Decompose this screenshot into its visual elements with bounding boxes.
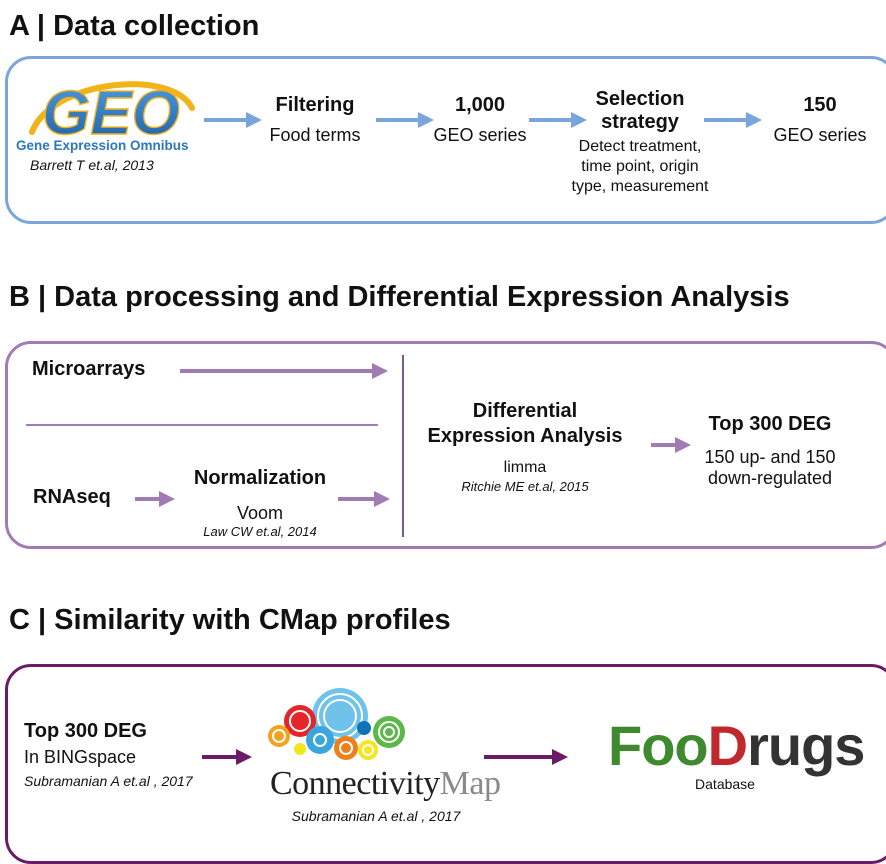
arrow-a-1 — [204, 112, 262, 128]
foodrugs-subtitle: Database — [695, 776, 755, 792]
series-1000-sub: GEO series — [433, 125, 527, 145]
top-deg-c-title: Top 300 DEG — [24, 720, 147, 742]
selection-title-1: Selection — [595, 88, 685, 110]
selection-node: Selection strategy Detect treatment, tim… — [560, 88, 720, 197]
microarrays-label: Microarrays — [32, 358, 146, 380]
arrow-b-dea — [651, 437, 691, 453]
geo-logo-mark: GEO — [29, 78, 195, 142]
geo-wordmark: GEO — [42, 79, 180, 142]
dea-node: Differential Expression Analysis limma R… — [405, 400, 645, 494]
series-150-title: 150 — [803, 94, 837, 116]
panel-b-divider-vertical — [402, 355, 404, 537]
normalization-title: Normalization — [193, 467, 327, 489]
selection-detail-2: time point, origin — [581, 158, 699, 175]
arrow-a-4 — [704, 112, 762, 128]
selection-detail-3: type, measurement — [571, 178, 709, 195]
top-deg-c-sub: In BINGspace — [24, 747, 137, 767]
normalization-citation: Law CW et.al, 2014 — [203, 524, 317, 539]
geo-citation: Barrett T et.al, 2013 — [30, 157, 154, 173]
geo-subtitle: Gene Expression Omnibus — [16, 138, 189, 153]
arrow-b-rnaseq — [135, 491, 175, 507]
filtering-node: Filtering Food terms — [250, 94, 380, 146]
section-a-title: A | Data collection — [9, 10, 260, 42]
filtering-sub: Food terms — [269, 125, 361, 145]
cmap-word-connectivity: Connectivity — [270, 765, 440, 802]
dea-title-2: Expression Analysis — [427, 425, 623, 447]
arrow-c-2 — [484, 749, 568, 765]
dea-citation: Ritchie ME et.al, 2015 — [461, 479, 589, 494]
foodrugs-part-d: D — [707, 714, 748, 777]
top-deg-c-citation: Subramanian A et.al , 2017 — [24, 773, 193, 789]
panel-b-divider-horizontal — [26, 424, 378, 426]
top-deg-b-line-2: down-regulated — [707, 468, 833, 488]
cmap-wordmark: ConnectivityMap — [270, 765, 501, 803]
arrow-b-microarrays — [180, 363, 388, 379]
cmap-word-map: Map — [439, 765, 501, 802]
arrow-b-normalization — [338, 491, 390, 507]
dea-title-1: Differential — [472, 400, 578, 422]
top-deg-b-node: Top 300 DEG 150 up- and 150 down-regulat… — [690, 413, 850, 489]
series-1000-node: 1,000 GEO series — [420, 94, 540, 146]
selection-title-2: strategy — [601, 111, 679, 133]
normalization-node: Normalization Voom Law CW et.al, 2014 — [170, 467, 350, 539]
arrow-a-3 — [529, 112, 587, 128]
cmap-circles-icon — [268, 688, 405, 760]
foodrugs-logo: FooDrugs — [608, 714, 865, 777]
arrow-a-2 — [376, 112, 434, 128]
geo-logo: GEO Gene Expression Omnibus — [16, 74, 200, 154]
normalization-method: Voom — [236, 503, 284, 523]
series-150-node: 150 GEO series — [760, 94, 880, 146]
arrow-c-1 — [202, 749, 252, 765]
top-deg-b-line-1: 150 up- and 150 — [704, 447, 836, 467]
top-deg-b-title: Top 300 DEG — [708, 413, 832, 435]
foodrugs-part-rugs: rugs — [747, 714, 865, 777]
top-deg-c-node: Top 300 DEG In BINGspace Subramanian A e… — [24, 720, 193, 789]
selection-detail-1: Detect treatment, — [578, 138, 702, 155]
rnaseq-label: RNAseq — [33, 486, 111, 508]
section-b-title: B | Data processing and Differential Exp… — [9, 281, 790, 313]
panel-b — [5, 341, 886, 549]
foodrugs-part-foo: Foo — [608, 714, 709, 777]
filtering-title: Filtering — [275, 94, 355, 116]
dea-method: limma — [503, 459, 547, 476]
section-c-title: C | Similarity with CMap profiles — [9, 604, 451, 636]
series-150-sub: GEO series — [773, 125, 867, 145]
series-1000-title: 1,000 — [454, 94, 506, 116]
cmap-citation: Subramanian A et.al , 2017 — [291, 808, 461, 824]
